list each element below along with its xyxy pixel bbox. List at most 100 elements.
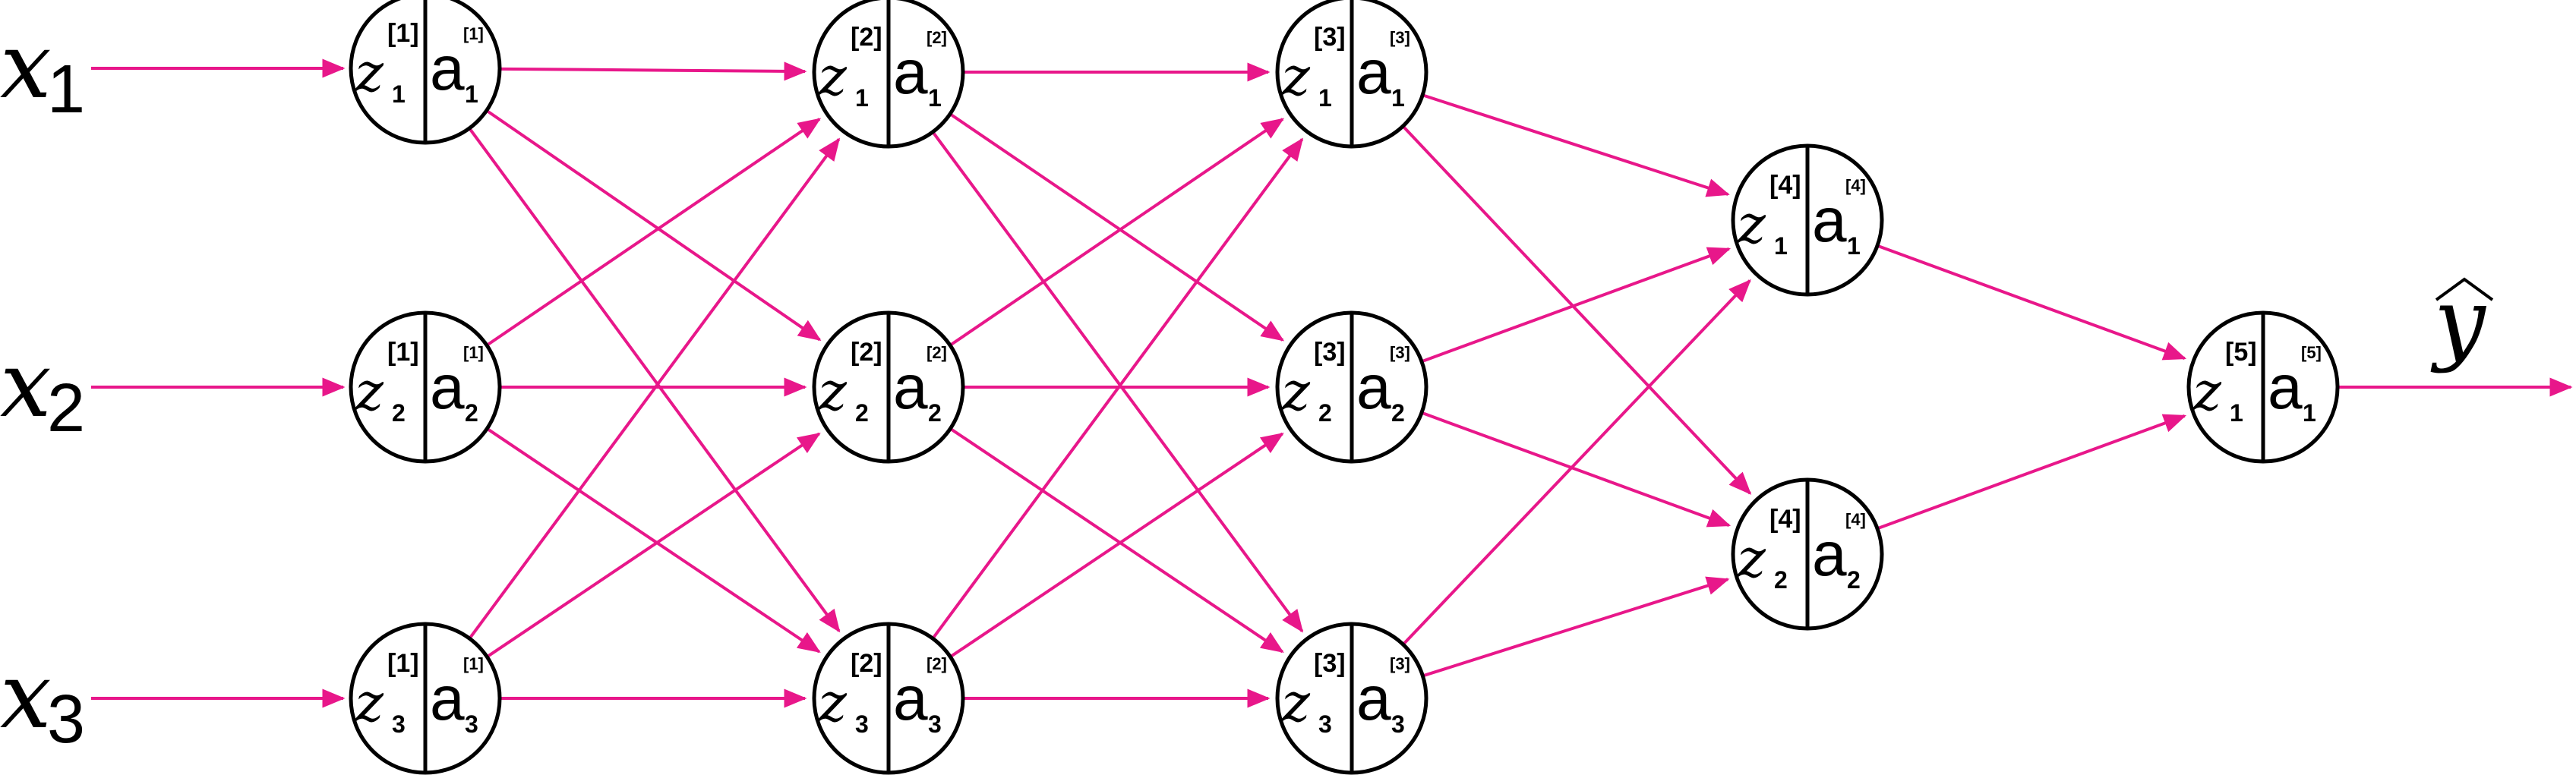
a-symbol: a: [430, 34, 465, 103]
z-superscript: [1]: [387, 338, 419, 367]
a-subscript: 3: [465, 710, 478, 738]
a-subscript: 1: [1391, 84, 1405, 112]
z-symbol: z: [1737, 528, 1766, 590]
z-superscript: [2]: [851, 649, 882, 678]
z-subscript: 3: [855, 710, 869, 738]
a-subscript: 2: [1847, 566, 1861, 594]
z-symbol: z: [818, 361, 848, 423]
a-subscript: 3: [928, 710, 942, 738]
input-label-x3: x3: [0, 644, 85, 758]
a-superscript: [2]: [927, 28, 947, 47]
a-symbol: a: [430, 353, 465, 422]
input-subscript: 3: [47, 682, 85, 758]
z-subscript: 1: [855, 84, 869, 112]
edge-l3n1-l4n2: [1403, 126, 1752, 495]
z-symbol: z: [1737, 194, 1766, 256]
a-superscript: [3]: [1390, 28, 1410, 47]
z-subscript: 2: [855, 399, 869, 427]
a-symbol: a: [1356, 664, 1391, 733]
input-label-x2: x2: [0, 332, 85, 446]
z-subscript: 1: [2230, 399, 2243, 427]
edge-l2n2-l3n3: [950, 428, 1284, 654]
a-subscript: 2: [928, 399, 942, 427]
z-superscript: [5]: [2225, 338, 2257, 367]
edge-l1n3-l2n2: [487, 432, 821, 657]
edge-l2n1-l3n3: [932, 132, 1304, 633]
a-superscript: [4]: [1845, 510, 1866, 529]
z-symbol: z: [355, 42, 384, 104]
edge-l1n3-l2n1: [469, 137, 841, 638]
a-superscript: [1]: [463, 24, 484, 43]
z-symbol: z: [1281, 672, 1311, 734]
a-superscript: [4]: [1845, 176, 1866, 195]
z-superscript: [4]: [1769, 505, 1801, 534]
edge-l2n2-l3n1: [950, 118, 1285, 346]
edge-l1n1-l2n2: [487, 110, 822, 342]
z-superscript: [4]: [1769, 171, 1801, 200]
edge-l4n1-l5n1: [1878, 244, 2187, 361]
edge-l2n3-l3n2: [950, 432, 1284, 657]
a-superscript: [5]: [2301, 343, 2322, 362]
edge-l1n2-l2n3: [487, 428, 821, 654]
z-symbol: z: [1281, 361, 1311, 423]
a-symbol: a: [430, 664, 465, 733]
a-subscript: 3: [1391, 710, 1405, 738]
a-subscript: 1: [2303, 399, 2316, 427]
z-subscript: 1: [1774, 232, 1788, 260]
edge-l4n2-l5n1: [1878, 414, 2187, 530]
a-subscript: 1: [465, 80, 478, 108]
z-symbol: z: [2192, 361, 2222, 423]
input-symbol: x: [0, 14, 52, 119]
a-subscript: 2: [465, 399, 478, 427]
a-symbol: a: [1356, 353, 1391, 422]
a-symbol: a: [1812, 186, 1847, 255]
z-superscript: [1]: [387, 649, 419, 678]
a-symbol: a: [1356, 38, 1391, 107]
a-superscript: [3]: [1390, 654, 1410, 673]
edge-l3n1-l4n1: [1423, 94, 1730, 197]
z-subscript: 2: [1318, 399, 1332, 427]
input-symbol: x: [0, 644, 52, 749]
a-superscript: [1]: [463, 654, 484, 673]
a-symbol: a: [1812, 520, 1847, 589]
z-subscript: 1: [1318, 84, 1332, 112]
a-subscript: 2: [1391, 399, 1405, 427]
edge-l1n2-l2n1: [487, 118, 822, 346]
z-symbol: z: [355, 672, 384, 734]
edge-l3n2-l4n2: [1422, 411, 1732, 528]
a-superscript: [3]: [1390, 343, 1410, 362]
output-label-yhat: y: [2430, 269, 2494, 375]
z-symbol: z: [355, 361, 384, 423]
z-superscript: [3]: [1314, 649, 1346, 678]
edge-l1n1-l2n3: [469, 128, 841, 633]
z-superscript: [1]: [387, 19, 419, 48]
z-subscript: 1: [392, 80, 406, 108]
a-superscript: [1]: [463, 343, 484, 362]
edge-l3n3-l4n2: [1423, 576, 1730, 677]
a-symbol: a: [893, 664, 928, 733]
z-superscript: [2]: [851, 23, 882, 52]
input-label-x1: x1: [0, 14, 85, 128]
edge-l3n3-l4n1: [1403, 279, 1751, 644]
input-subscript: 1: [47, 52, 85, 128]
edge-l3n2-l4n1: [1422, 247, 1732, 363]
connections: [91, 58, 2573, 708]
z-superscript: [2]: [851, 338, 882, 367]
z-symbol: z: [818, 672, 848, 734]
output-symbol: y: [2430, 269, 2487, 375]
edge-l1n1-l2n1: [500, 61, 807, 81]
input-subscript: 2: [47, 370, 85, 446]
z-symbol: z: [818, 46, 848, 108]
